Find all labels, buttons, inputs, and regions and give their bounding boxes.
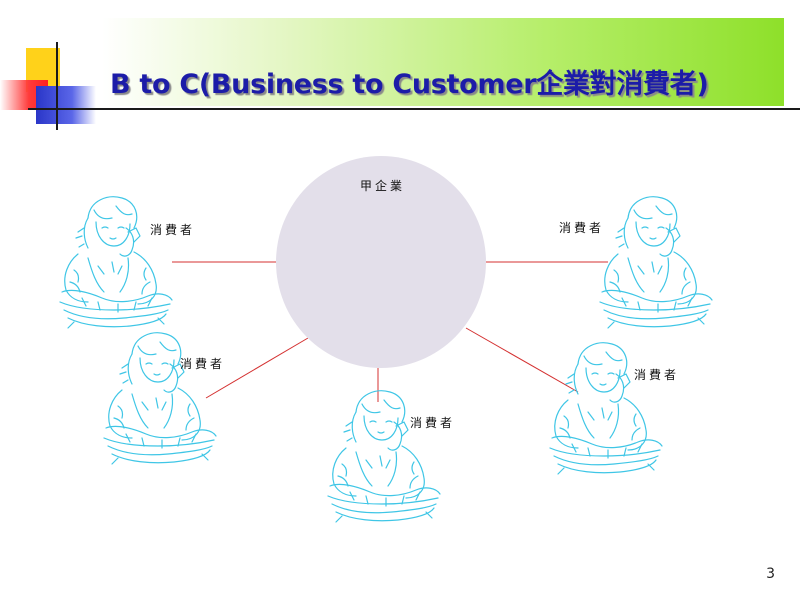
consumer-label-bottom-center: 消費者	[410, 416, 456, 430]
consumer-label-mid-left: 消費者	[180, 357, 226, 371]
title-underline	[28, 108, 800, 110]
consumer-figure-bottom-center	[327, 390, 441, 523]
consumer-figure-mid-right	[549, 342, 663, 475]
slide-title: B to C(Business to Customer企業對消費者)	[110, 69, 709, 100]
decor-vertical-line	[56, 42, 58, 130]
consumer-label-top-left: 消費者	[150, 223, 196, 237]
consumer-figure-top-left	[59, 196, 173, 329]
consumer-figure-mid-left	[103, 332, 217, 465]
title-banner	[102, 18, 784, 106]
consumer-figure-top-right	[599, 196, 713, 329]
enterprise-circle	[276, 156, 486, 368]
decor-blue-square	[36, 86, 96, 124]
consumer-label-mid-right: 消費者	[634, 368, 680, 382]
connector-mid-left	[205, 337, 309, 399]
page-number: 3	[766, 566, 775, 582]
connector-mid-right	[465, 327, 579, 393]
enterprise-label: 甲企業	[360, 179, 406, 193]
consumer-label-top-right: 消費者	[559, 221, 605, 235]
